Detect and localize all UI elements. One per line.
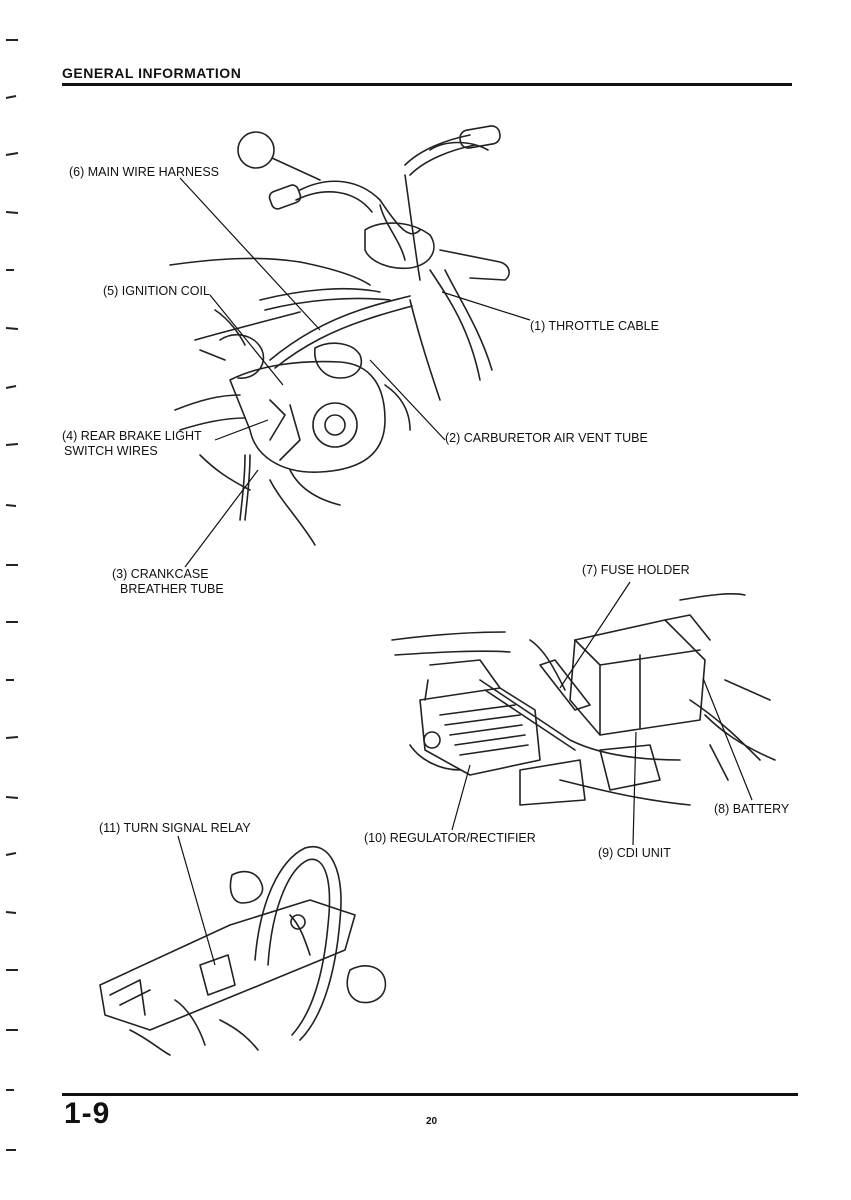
callout-rear-brake-light-switch-wires: (4) REAR BRAKE LIGHT SWITCH WIRES (62, 429, 202, 459)
section-title: GENERAL INFORMATION (62, 65, 242, 81)
callout-fuse-holder: (7) FUSE HOLDER (582, 563, 690, 577)
margin-scan-marks (5, 39, 19, 1151)
callout-switch-wires-line2: SWITCH WIRES (64, 444, 158, 458)
callout-carburetor-air-vent-tube: (2) CARBURETOR AIR VENT TUBE (445, 431, 648, 445)
callout-regulator-rectifier: (10) REGULATOR/RECTIFIER (364, 831, 536, 845)
callout-main-wire-harness: (6) MAIN WIRE HARNESS (69, 165, 220, 179)
header-rule (62, 83, 792, 86)
callout-ignition-coil: (5) IGNITION COIL (103, 284, 210, 298)
page-number: 1-9 (64, 1097, 111, 1130)
sheet-number: 20 (426, 1116, 438, 1127)
callout-crankcase-line1: (3) CRANKCASE (112, 567, 209, 581)
callout-breather-tube-line2: BREATHER TUBE (120, 582, 224, 596)
callout-battery: (8) BATTERY (714, 802, 790, 816)
footer-rule (62, 1093, 798, 1096)
callout-cdi-unit: (9) CDI UNIT (598, 846, 671, 860)
callout-rear-brake-light-line1: (4) REAR BRAKE LIGHT (62, 429, 202, 443)
callout-crankcase-breather-tube: (3) CRANKCASE BREATHER TUBE (112, 567, 224, 597)
callout-turn-signal-relay: (11) TURN SIGNAL RELAY (99, 821, 251, 835)
callout-throttle-cable: (1) THROTTLE CABLE (530, 319, 659, 333)
